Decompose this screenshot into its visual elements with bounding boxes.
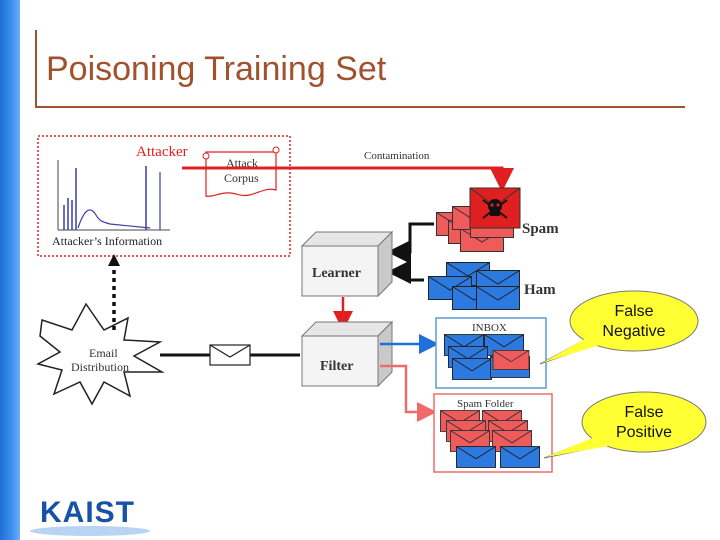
info-arrowhead	[108, 254, 120, 266]
left-accent-band	[0, 0, 20, 540]
false-positive-line1: False	[624, 404, 663, 421]
false-negative-line2: Negative	[602, 323, 665, 340]
email-distribution-starburst: Email Distribution	[35, 302, 165, 406]
inbox-label: INBOX	[472, 322, 507, 334]
attacker-info-label: Attacker’s Information	[52, 234, 162, 248]
contamination-arrow	[182, 166, 514, 192]
attacker-box	[37, 135, 291, 257]
false-negative-line1: False	[614, 303, 653, 320]
spam-to-learner-arrow	[387, 222, 434, 264]
learner-box: Learner	[300, 230, 394, 298]
filter-label: Filter	[320, 359, 353, 374]
ham-envelope-stack	[428, 262, 520, 310]
attacker-label: Attacker	[136, 144, 188, 160]
title-horizontal-rule	[35, 106, 685, 108]
attack-corpus-line2: Corpus	[224, 171, 259, 185]
inbox-envelopes	[444, 334, 530, 380]
ham-label: Ham	[524, 282, 556, 298]
title-vertical-rule	[35, 30, 37, 108]
email-label-line2: Distribution	[71, 360, 129, 374]
contamination-label: Contamination	[364, 150, 430, 162]
spam-label: Spam	[522, 221, 559, 237]
learner-label: Learner	[312, 266, 361, 281]
envelope-icon	[209, 344, 251, 366]
skull-icon	[482, 199, 508, 219]
email-label-line1: Email	[89, 346, 118, 360]
false-negative-callout: False Negative	[539, 290, 699, 365]
attacker-mini-chart	[57, 160, 170, 231]
attack-corpus-scroll: Attack Corpus	[202, 146, 280, 197]
filter-box: Filter	[300, 320, 394, 388]
spam-folder-label: Spam Folder	[457, 398, 514, 410]
filter-to-spamfolder-arrow	[380, 364, 437, 422]
slide-title: Poisoning Training Set	[46, 50, 387, 88]
kaist-logo: KAIST	[40, 496, 135, 529]
logo-swoosh	[30, 526, 150, 536]
spam-envelope-stack	[436, 187, 521, 252]
ham-to-learner-arrow	[387, 260, 424, 284]
false-positive-line2: Positive	[616, 424, 672, 441]
false-positive-callout: False Positive	[543, 391, 707, 459]
